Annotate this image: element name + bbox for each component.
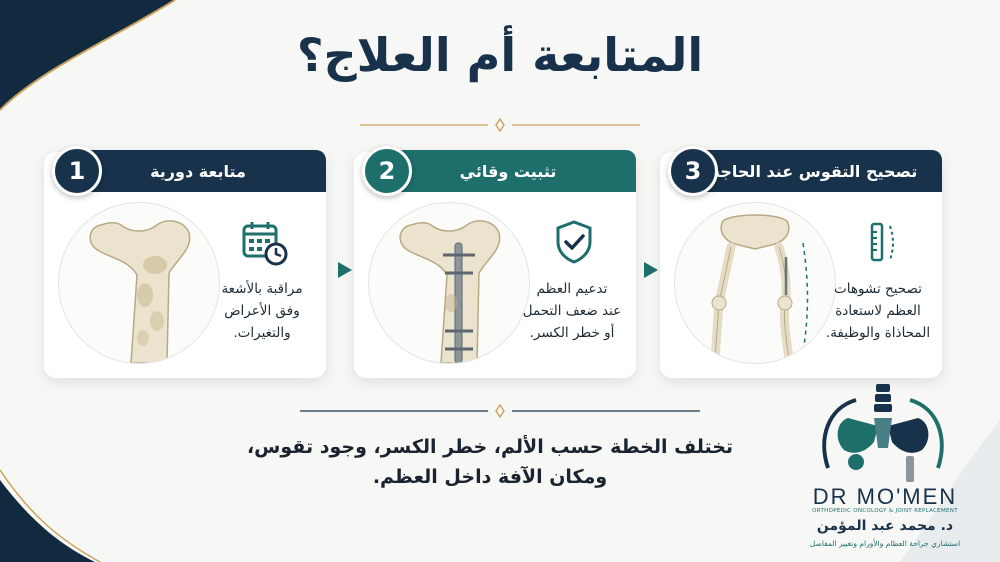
summary-text: تختلف الخطة حسب الألم، خطر الكسر، وجود ت… xyxy=(240,432,740,492)
step-card-3: تصحيح التقوس عند الحاجة 3 تصحيح تشوهات ا… xyxy=(660,146,942,378)
step-2-number: 2 xyxy=(362,146,412,196)
page-title: المتابعة أم العلاج؟ xyxy=(296,28,704,82)
step-card-2: تثبيت وقائي 2 تدعيم العظم عند ضعف التحمل… xyxy=(354,146,636,378)
step-1-number: 1 xyxy=(52,146,102,196)
step-3-line-1: تصحيح تشوهات xyxy=(834,281,922,297)
step-1-line-3: والتغيرات. xyxy=(233,325,291,341)
arrow-right-icon xyxy=(338,262,352,278)
step-1-line-2: وفق الأعراض xyxy=(224,303,300,319)
summary-divider xyxy=(300,404,700,418)
legs-alignment-illustration xyxy=(674,202,836,364)
step-3-line-3: المحاذاة والوظيفة. xyxy=(825,325,931,341)
step-card-1: متابعة دورية 1 مراقبة بالأشعة وفق الأعرا… xyxy=(44,146,326,378)
step-2-description: تدعيم العظم عند ضعف التحمل أو خطر الكسر. xyxy=(514,278,630,344)
ruler-icon xyxy=(870,222,894,262)
step-3-description: تصحيح تشوهات العظم لاستعادة المحاذاة وال… xyxy=(820,278,936,344)
brand-arabic-name: د. محمد عبد المؤمن xyxy=(816,518,954,534)
brand-arabic-title: استشاري جراحة العظام والأورام وتغيير الم… xyxy=(809,539,961,548)
calendar-clock-icon xyxy=(242,222,288,266)
step-2-line-3: أو خطر الكسر. xyxy=(529,325,615,341)
step-1-line-1: مراقبة بالأشعة xyxy=(221,281,303,297)
step-3-number: 3 xyxy=(668,146,718,196)
step-2-heading: تثبيت وقائي xyxy=(380,150,636,192)
step-3-line-2: العظم لاستعادة xyxy=(835,303,921,319)
shield-check-icon xyxy=(556,220,592,264)
femur-rod-illustration xyxy=(368,202,530,364)
step-1-heading: متابعة دورية xyxy=(70,150,326,192)
femur-illustration xyxy=(58,202,220,364)
summary-line-2: ومكان الآفة داخل العظم. xyxy=(372,466,608,488)
title-divider xyxy=(360,118,640,132)
step-2-line-2: عند ضعف التحمل xyxy=(522,303,622,319)
summary-line-1: تختلف الخطة حسب الألم، خطر الكسر، وجود ت… xyxy=(246,436,734,458)
step-1-description: مراقبة بالأشعة وفق الأعراض والتغيرات. xyxy=(204,278,320,344)
brand-tagline: ORTHOPEDIC ONCOLOGY & JOINT REPLACEMENT xyxy=(812,508,958,514)
step-2-line-1: تدعيم العظم xyxy=(536,281,608,297)
step-3-heading: تصحيح التقوس عند الحاجة xyxy=(686,150,942,192)
pelvis-logo xyxy=(822,384,944,482)
arrow-right-icon xyxy=(644,262,658,278)
brand-name: DR MO'MEN xyxy=(812,484,958,509)
